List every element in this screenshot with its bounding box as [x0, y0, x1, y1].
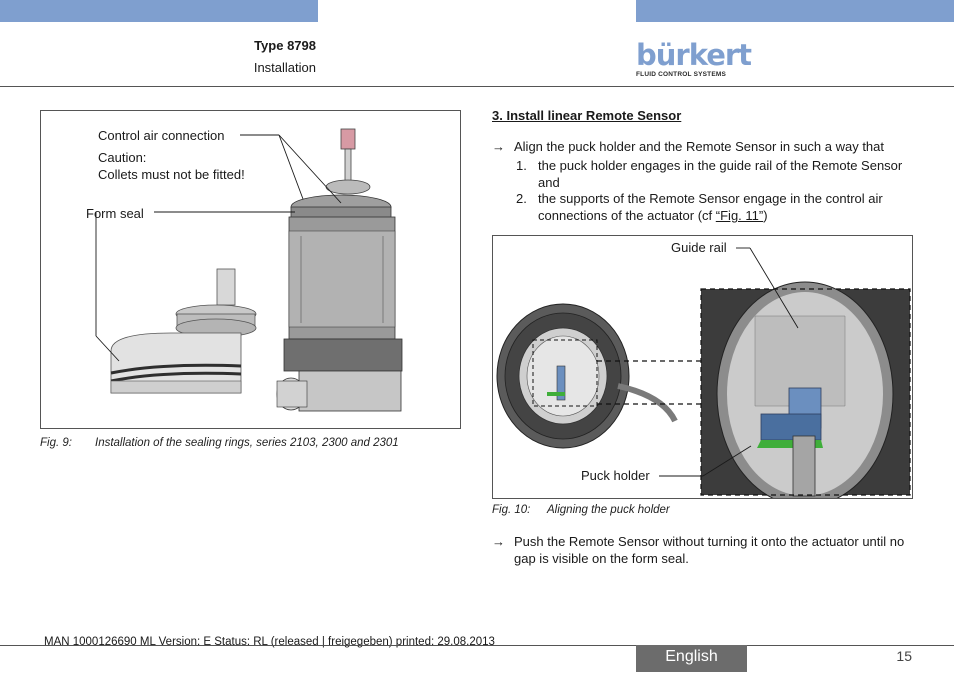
document-section: Installation — [253, 60, 316, 75]
burkert-logo: bürkert FLUID CONTROL SYSTEMS — [636, 38, 752, 80]
section-heading: 3. Install linear Remote Sensor — [492, 108, 682, 123]
list-text-part: the supports of the Remote Sensor engage… — [538, 191, 883, 223]
list-text-part: ) — [763, 208, 768, 223]
logo-tagline: FLUID CONTROL SYSTEMS — [636, 71, 727, 78]
callout-caution: Caution: — [98, 150, 147, 165]
caption-text: Installation of the sealing rings, serie… — [95, 437, 399, 449]
figure-9-sealing-rings: Control air connection Caution: Collets … — [40, 110, 461, 429]
callout-guide-rail: Guide rail — [671, 240, 727, 255]
callout-puck-holder: Puck holder — [581, 468, 650, 483]
header-bar-left — [0, 0, 318, 22]
figure-10-puck-holder: Guide rail Puck holder — [492, 235, 913, 499]
puck-holder-detail — [700, 281, 911, 498]
caption-number: Fig. 9: — [40, 437, 72, 449]
figure-9-caption: Fig. 9: Installation of the sealing rings… — [40, 437, 399, 449]
header-bar-right — [636, 0, 954, 22]
step-push: → Push the Remote Sensor without turning… — [492, 533, 916, 567]
puck-holder-illustration — [496, 247, 911, 498]
language-badge: English — [636, 645, 747, 672]
list-text: the puck holder engages in the guide rai… — [538, 158, 903, 190]
document-status-line: MAN 1000126690 ML Version: E Status: RL … — [44, 636, 495, 648]
actuator-body — [276, 128, 403, 412]
callout-form-seal: Form seal — [86, 206, 144, 221]
sealing-rings-illustration — [95, 128, 403, 412]
list-number: 1. — [516, 158, 527, 173]
callout-collets: Collets must not be fitted! — [98, 167, 245, 182]
callout-control-air: Control air connection — [98, 128, 225, 143]
caption-text: Aligning the puck holder — [547, 504, 670, 516]
list-item: 2. the supports of the Remote Sensor eng… — [516, 190, 916, 224]
step-push-text: Push the Remote Sensor without turning i… — [514, 534, 905, 566]
document-type: Type 8798 — [254, 38, 316, 53]
step-align-text: Align the puck holder and the Remote Sen… — [514, 139, 884, 154]
fig-11-link[interactable]: “Fig. 11” — [715, 208, 764, 223]
header-divider — [0, 86, 954, 87]
arrow-right-icon: → — [492, 139, 505, 154]
footer-divider — [0, 645, 954, 646]
list-item: 1. the puck holder engages in the guide … — [516, 157, 916, 191]
arrow-right-icon: → — [492, 534, 505, 549]
caption-number: Fig. 10: — [492, 504, 531, 516]
figure-10-leader-lines — [659, 247, 799, 477]
actuator-top-view — [496, 303, 678, 449]
seal-detail-inset — [110, 268, 257, 394]
figure-9-leader-lines — [95, 134, 342, 362]
list-number: 2. — [516, 191, 527, 206]
figure-10-caption: Fig. 10: Aligning the puck holder — [492, 504, 670, 516]
logo-wordmark: bürkert — [636, 38, 752, 72]
page-number: 15 — [896, 648, 912, 664]
list-text: the supports of the Remote Sensor engage… — [538, 190, 916, 224]
